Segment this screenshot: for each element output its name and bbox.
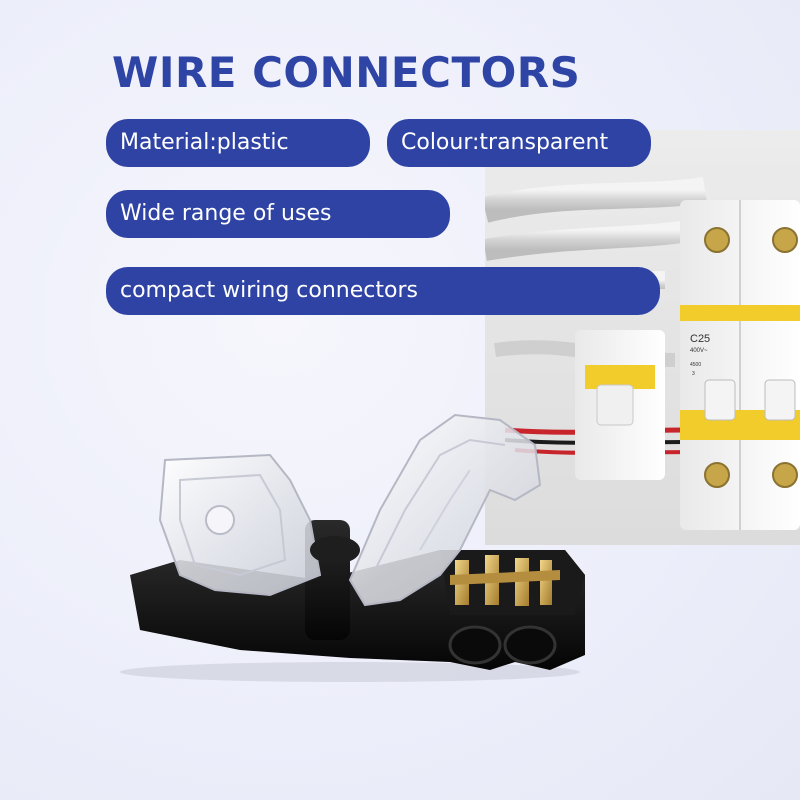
page-title: WIRE CONNECTORS	[112, 48, 581, 97]
breaker-voltage-text: 400V~	[690, 348, 708, 354]
wire-connector-product	[120, 400, 600, 690]
feature-compact-badge: compact wiring connectors	[106, 267, 660, 315]
breaker-rating-text: C25	[690, 333, 710, 345]
breaker-class-text: 3	[692, 371, 695, 377]
breaker-code-text: 4500	[690, 362, 701, 368]
feature-material-badge: Material:plastic	[106, 119, 370, 167]
feature-uses-badge: Wide range of uses	[106, 190, 450, 238]
circuit-breaker-photo: C25 400V~ 4500 3	[485, 130, 800, 545]
feature-colour-badge: Colour:transparent	[387, 119, 651, 167]
